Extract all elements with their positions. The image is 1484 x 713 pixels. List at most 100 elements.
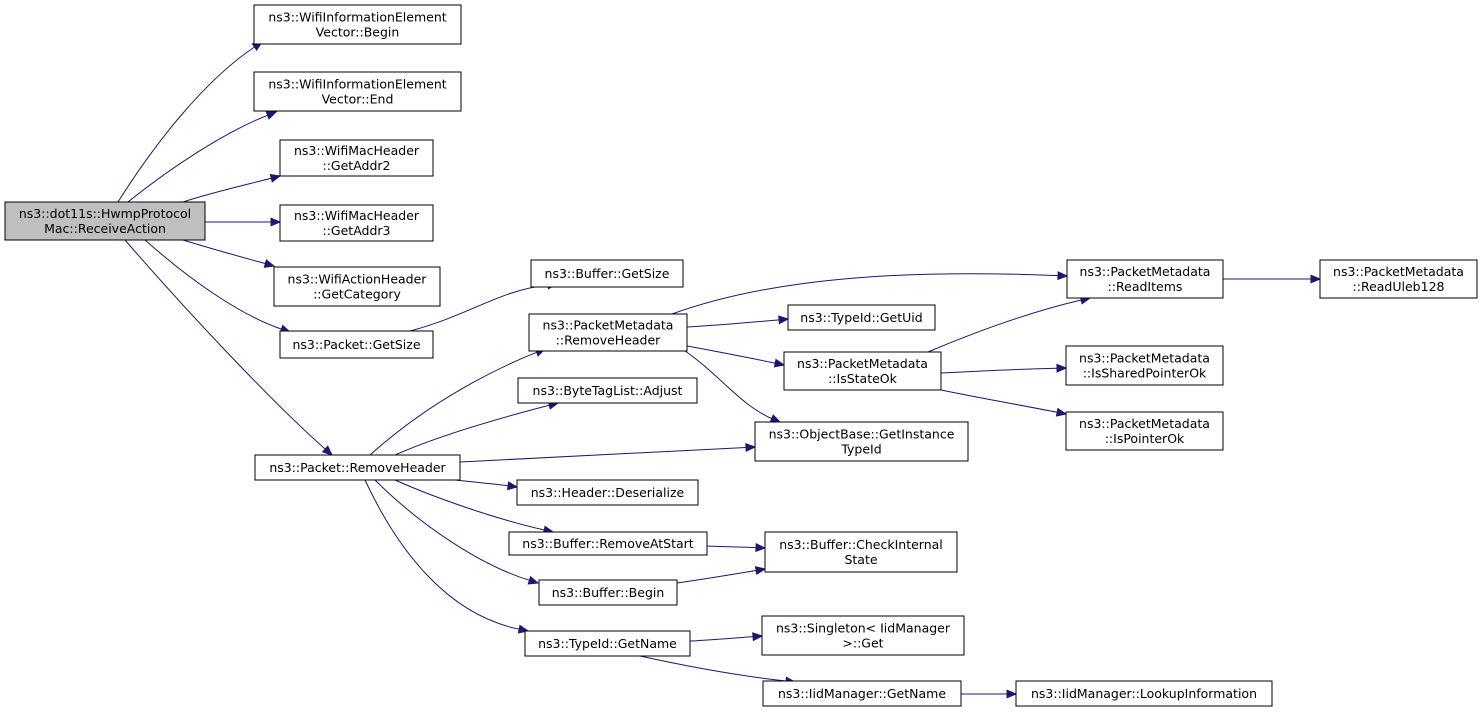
function-node-pm-removeheader[interactable]: ns3::PacketMetadata::RemoveHeader: [528, 313, 688, 352]
node-label: ns3::ObjectBase::GetInstance: [769, 427, 955, 442]
node-label: ns3::Buffer::GetSize: [545, 266, 670, 281]
node-box: [516, 479, 699, 506]
function-node-btl-adjust[interactable]: ns3::ByteTagList::Adjust: [517, 377, 698, 404]
node-box: [279, 204, 434, 242]
function-node-buf-removeatstart[interactable]: ns3::Buffer::RemoveAtStart: [508, 531, 708, 556]
edge-root-to-pkt_removeheader: [124, 239, 333, 456]
arrowhead: [755, 542, 767, 553]
node-box: [754, 421, 969, 462]
node-label: ns3::WifiInformationElement: [268, 77, 446, 92]
function-node-pm-readitems[interactable]: ns3::PacketMetadata::ReadItems: [1066, 259, 1224, 299]
function-node-iid-getname[interactable]: ns3::IidManager::GetName: [762, 680, 962, 707]
arrowhead: [270, 217, 282, 227]
function-node-singleton-get[interactable]: ns3::Singleton< IidManager>::Get: [761, 615, 965, 656]
node-label: TypeId: [840, 442, 881, 457]
edge-buf_removeatstart-to-buf_checkinternalstate: [706, 542, 767, 553]
function-node-getaddr3[interactable]: ns3::WifiMacHeader::GetAddr3: [279, 204, 434, 242]
node-label: ::ReadUleb128: [1353, 279, 1445, 294]
node-label: ns3::WifiInformationElement: [268, 10, 446, 25]
function-node-iid-lookupinfo[interactable]: ns3::IidManager::LookupInformation: [1015, 680, 1273, 707]
node-label: ns3::TypeId::GetUid: [800, 310, 922, 325]
edge-tid_getname-to-iid_getname: [639, 655, 797, 686]
edge-iid_getname-to-iid_lookupinfo: [960, 689, 1018, 699]
node-box: [508, 531, 708, 556]
node-label: ns3::IidManager::LookupInformation: [1031, 686, 1257, 701]
edge-pkt_removeheader-to-ob_getinstancetypeid: [459, 442, 757, 463]
node-label: ns3::WifiMacHeader: [294, 208, 420, 223]
node-label: ::GetCategory: [313, 287, 401, 302]
node-box: [528, 313, 688, 352]
node-box: [279, 139, 434, 177]
node-box: [538, 579, 678, 606]
node-box: [764, 531, 958, 573]
node-box: [273, 266, 441, 307]
function-node-pm-issharedpointerok[interactable]: ns3::PacketMetadata::IsSharedPointerOk: [1065, 345, 1224, 386]
node-box: [517, 377, 698, 404]
node-label: State: [844, 552, 877, 567]
node-label: ns3::PacketMetadata: [1333, 264, 1464, 279]
node-box: [524, 630, 691, 657]
function-node-tid-getname[interactable]: ns3::TypeId::GetName: [524, 630, 691, 657]
edge-pkt_removeheader-to-btl_adjust: [394, 400, 560, 456]
node-label: ns3::Buffer::RemoveAtStart: [522, 536, 694, 551]
function-node-buf-begin[interactable]: ns3::Buffer::Begin: [538, 579, 678, 606]
arrowhead: [754, 566, 767, 576]
arrowhead: [506, 481, 519, 491]
arrowhead: [321, 445, 333, 456]
edge-root-to-getcategory: [182, 239, 276, 268]
node-label: ns3::Header::Deserialize: [531, 485, 685, 500]
function-node-root[interactable]: ns3::dot11s::HwmpProtocolMac::ReceiveAct…: [4, 201, 206, 241]
arrowhead: [1006, 689, 1018, 699]
function-node-pkt-getsize[interactable]: ns3::Packet::GetSize: [279, 330, 434, 359]
node-box: [1066, 259, 1224, 299]
edge-pm_removeheader-to-pm_readitems: [671, 271, 1069, 315]
node-label: ::IsStateOk: [828, 371, 898, 386]
node-box: [1065, 345, 1224, 386]
arrowhead: [269, 173, 282, 183]
arrowhead: [1056, 363, 1068, 373]
function-node-pm-ispointerok[interactable]: ns3::PacketMetadata::IsPointerOk: [1065, 411, 1224, 451]
edge-pm_isstateok-to-pm_readitems: [927, 295, 1092, 353]
node-box: [279, 330, 434, 359]
arrowhead: [778, 315, 790, 325]
edge-pkt_removeheader-to-tid_getname: [364, 479, 530, 634]
edge-pkt_removeheader-to-hdr_deserialize: [454, 479, 519, 491]
function-node-buf-getsize[interactable]: ns3::Buffer::GetSize: [530, 259, 684, 288]
function-node-hdr-deserialize[interactable]: ns3::Header::Deserialize: [516, 479, 699, 506]
function-node-getaddr2[interactable]: ns3::WifiMacHeader::GetAddr2: [279, 139, 434, 177]
node-box: [530, 259, 684, 288]
node-box: [1065, 411, 1224, 451]
function-node-tid-getuid[interactable]: ns3::TypeId::GetUid: [787, 304, 936, 331]
node-label: Mac::ReceiveAction: [44, 221, 166, 236]
node-label: Vector::Begin: [316, 25, 400, 40]
arrowhead: [265, 111, 278, 120]
edge-pm_removeheader-to-tid_getuid: [686, 315, 790, 328]
edge-root-to-wie_end: [127, 111, 278, 203]
node-label: ::GetAddr3: [323, 223, 391, 238]
arrowhead: [752, 632, 764, 642]
function-node-pm-readuleb128[interactable]: ns3::PacketMetadata::ReadUleb128: [1319, 259, 1478, 299]
function-node-pm-isstateok[interactable]: ns3::PacketMetadata::IsStateOk: [783, 351, 942, 391]
node-label: ::RemoveHeader: [556, 333, 662, 348]
arrowhead: [1310, 274, 1322, 284]
function-node-pkt-removeheader[interactable]: ns3::Packet::RemoveHeader: [254, 454, 461, 481]
node-label: Vector::End: [322, 92, 394, 107]
node-box: [1015, 680, 1273, 707]
node-label: ::ReadItems: [1108, 279, 1183, 294]
edge-pm_isstateok-to-pm_ispointerok: [940, 389, 1068, 417]
node-label: ns3::Buffer::CheckInternal: [779, 537, 943, 552]
edge-root-to-getaddr3: [205, 217, 282, 227]
edge-pkt_removeheader-to-buf_begin: [374, 479, 540, 585]
arrowhead: [769, 414, 782, 423]
node-label: ns3::ByteTagList::Adjust: [533, 383, 683, 398]
node-box: [1319, 259, 1478, 299]
function-node-getcategory[interactable]: ns3::WifiActionHeader::GetCategory: [273, 266, 441, 307]
node-box: [761, 615, 965, 656]
node-box: [762, 680, 962, 707]
node-box: [253, 4, 462, 45]
arrowhead: [263, 259, 276, 268]
